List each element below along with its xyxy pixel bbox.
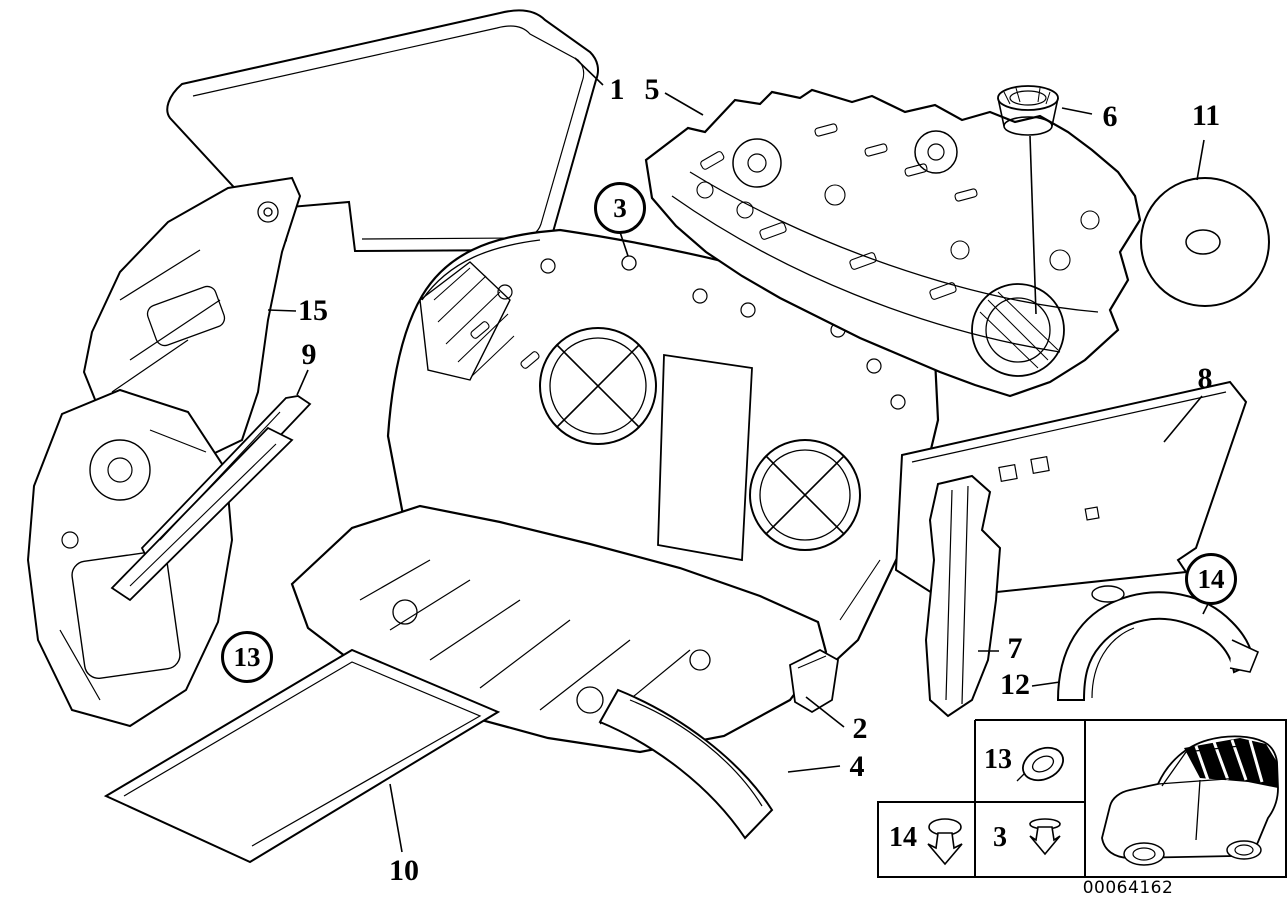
callout-14[interactable]: 14 (1185, 553, 1237, 605)
legend-ref-14[interactable]: 14 (889, 822, 917, 853)
diagram-code: 00064162 (1082, 878, 1174, 898)
callout-5[interactable]: 5 (644, 73, 660, 106)
callout-3[interactable]: 3 (594, 182, 646, 234)
clip-icon (1029, 818, 1061, 856)
callout-2[interactable]: 2 (852, 712, 868, 745)
leader-lines (267, 57, 1211, 853)
legend-ref-13[interactable]: 13 (984, 744, 1012, 775)
front-lip-insulation-drawing (598, 688, 774, 840)
wheel-arch-insulation-drawing (1056, 585, 1260, 701)
grommet-cup-drawing (997, 85, 1059, 136)
callout-12[interactable]: 12 (1000, 668, 1030, 701)
callout-6[interactable]: 6 (1102, 100, 1118, 133)
grommet-icon (1016, 746, 1064, 782)
callout-9[interactable]: 9 (301, 338, 317, 371)
callout-10[interactable]: 10 (389, 854, 419, 887)
callout-11[interactable]: 11 (1191, 99, 1221, 132)
legend-ref-3[interactable]: 3 (993, 822, 1007, 853)
trunk-floor-mat-drawing (103, 648, 501, 864)
callout-13[interactable]: 13 (221, 631, 273, 683)
callout-4[interactable]: 4 (849, 750, 865, 783)
bracket-drawing (789, 648, 839, 714)
round-pad-drawing (1140, 177, 1270, 307)
callout-15[interactable]: 15 (298, 294, 328, 327)
rear-shelf-insulation-drawing (644, 88, 1142, 398)
pillar-insulation-drawing (924, 474, 1002, 718)
legend-table (877, 719, 1287, 878)
callout-8[interactable]: 8 (1197, 362, 1213, 395)
car-rear-insulation-zone-icon (1101, 735, 1279, 866)
callout-1[interactable]: 1 (609, 73, 625, 106)
expanding-rivet-icon (927, 818, 963, 866)
sill-strip-drawing (110, 395, 312, 602)
callout-7[interactable]: 7 (1007, 632, 1023, 665)
side-panel-insulation-drawing (26, 176, 302, 728)
